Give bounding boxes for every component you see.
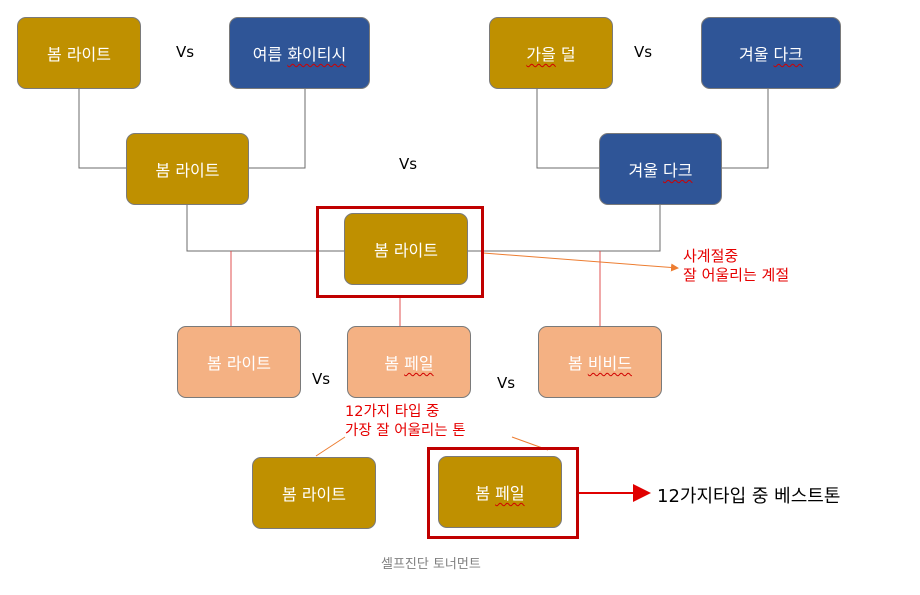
bracket-right-top-right [721, 88, 769, 169]
bracket-right-top [536, 88, 599, 169]
box-tone-spring-pale: 봄 페일 [347, 326, 471, 398]
box-winter-dark-top: 겨울 다크 [701, 17, 841, 89]
box-label: 봄 페일 [475, 484, 525, 503]
box-spring-light-top: 봄 라이트 [17, 17, 141, 89]
bracket-final-right [467, 205, 661, 252]
vs-label-4: Vs [312, 370, 331, 388]
box-label: 봄 라이트 [374, 241, 438, 260]
box-label: 봄 라이트 [282, 485, 346, 504]
tone-note-line2: 가장 잘 어울리는 톤 [345, 423, 466, 439]
box-final-spring-pale: 봄 페일 [438, 456, 562, 528]
tone-note-line1: 12가지 타입 중 [345, 404, 440, 420]
vs-label-5: Vs [497, 374, 516, 392]
tone-note: 12가지 타입 중 가장 잘 어울리는 톤 [345, 403, 466, 441]
best-tone-highlight [427, 447, 579, 539]
box-label: 봄 라이트 [47, 45, 111, 64]
vs-label-2: Vs [634, 43, 653, 61]
box-label: 여름 화이티시 [252, 45, 347, 64]
box-spring-light-winner: 봄 라이트 [126, 133, 249, 205]
box-summer-whitish: 여름 화이티시 [229, 17, 370, 89]
box-tone-spring-light: 봄 라이트 [177, 326, 301, 398]
box-label: 봄 라이트 [155, 161, 220, 180]
box-label: 겨울 다크 [628, 161, 693, 180]
best-tone-label: 12가지타입 중 베스트톤 [657, 486, 841, 507]
season-note-arrow [482, 252, 679, 272]
box-season-winner: 봄 라이트 [344, 213, 468, 285]
box-label: 가을 덜 [526, 45, 576, 64]
vs-label-3: Vs [399, 155, 418, 173]
season-winner-highlight [316, 206, 484, 298]
vs-label-1: Vs [176, 43, 195, 61]
box-autumn-deep: 가을 덜 [489, 17, 613, 89]
tone-note-line-left [315, 436, 346, 457]
box-label: 봄 비비드 [568, 354, 632, 373]
season-note-line1: 사계절중 [683, 247, 739, 265]
box-winter-dark-winner: 겨울 다크 [599, 133, 722, 205]
box-tone-spring-vivid: 봄 비비드 [538, 326, 662, 398]
season-note: 사계절중 잘 어울리는 계절 [683, 247, 789, 285]
season-note-line2: 잘 어울리는 계절 [683, 266, 790, 284]
box-final-spring-light: 봄 라이트 [252, 457, 376, 529]
bracket-final-left [186, 205, 345, 252]
box-label: 겨울 다크 [739, 45, 803, 64]
figure-caption: 셀프진단 토너먼트 [381, 557, 481, 572]
bracket-left-top-right [248, 88, 306, 169]
box-label: 봄 라이트 [207, 354, 271, 373]
box-label: 봄 페일 [384, 354, 434, 373]
bracket-left-top [78, 88, 127, 169]
